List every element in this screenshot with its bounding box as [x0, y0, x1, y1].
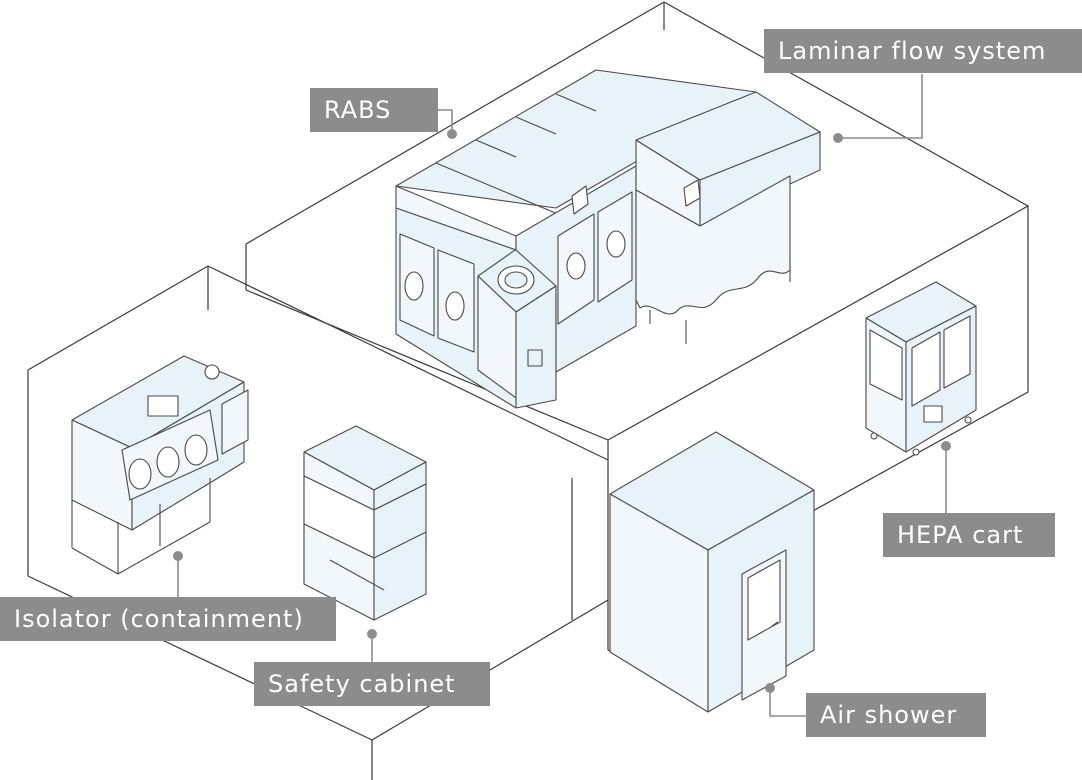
label-air-shower: Air shower — [806, 693, 986, 737]
safety-cabinet — [303, 425, 427, 621]
label-safety-cabinet: Safety cabinet — [254, 662, 490, 706]
hepa-cart — [865, 281, 977, 456]
air-shower — [609, 431, 815, 713]
rabs-unit — [395, 69, 821, 409]
label-laminar-flow-system: Laminar flow system — [764, 29, 1082, 73]
main-room — [245, 1, 1029, 571]
label-isolator: Isolator (containment) — [0, 597, 336, 641]
isolator — [71, 355, 249, 575]
leader-lines — [177, 74, 947, 717]
leader-dots — [173, 129, 951, 693]
label-hepa-cart: HEPA cart — [883, 513, 1055, 557]
label-rabs: RABS — [310, 88, 438, 132]
